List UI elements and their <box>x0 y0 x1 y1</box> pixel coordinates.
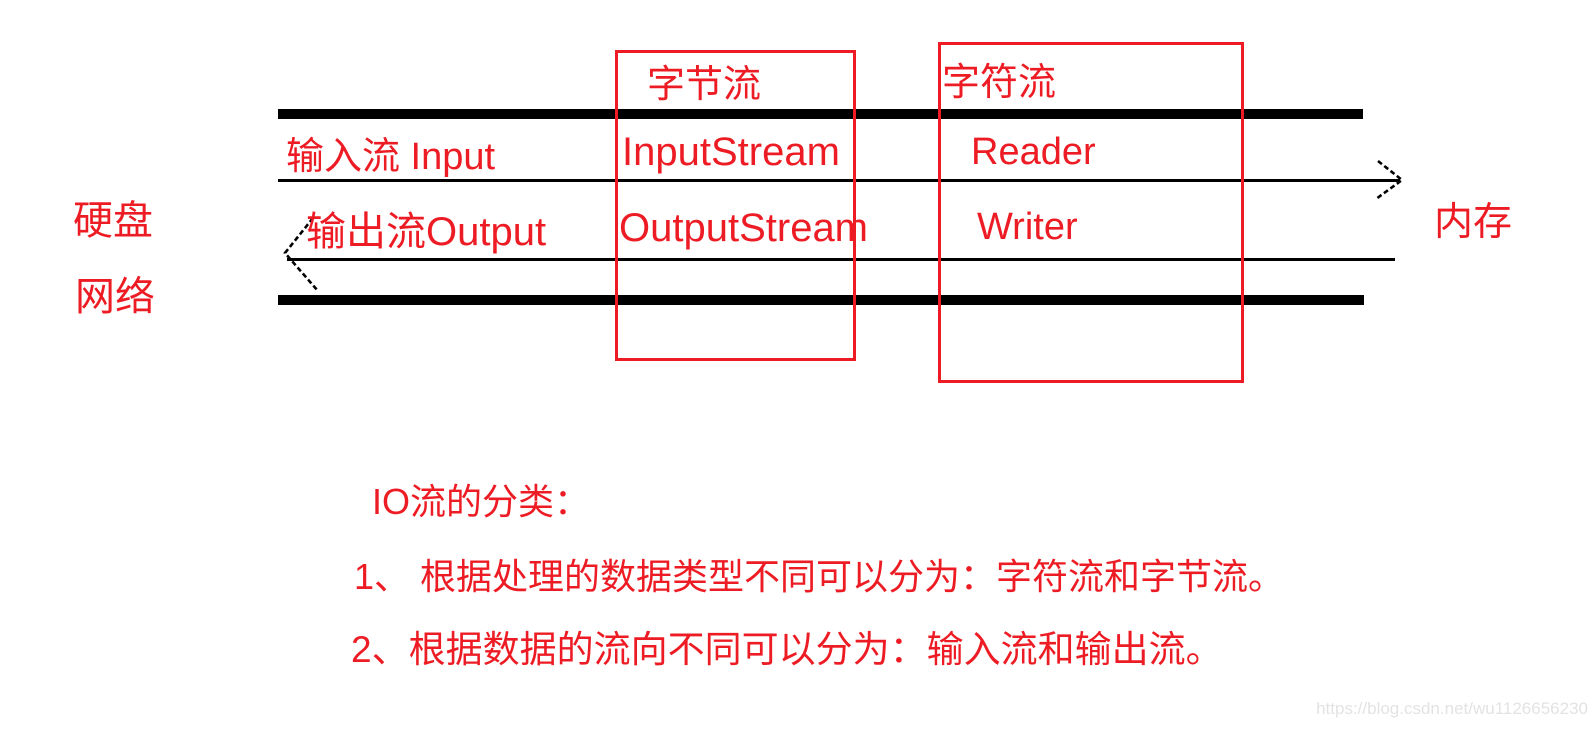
memory-label: 内存 <box>1434 201 1513 244</box>
top-boundary-line <box>278 109 1363 119</box>
output-flow-label: 输出流Output <box>306 210 547 254</box>
reader-class-label: Reader <box>971 131 1096 173</box>
output-flow-line <box>287 258 1395 261</box>
char-stream-box <box>938 42 1244 383</box>
hard-disk-label: 硬盘 <box>73 199 153 243</box>
watermark-url: https://blog.csdn.net/wu1126656230 <box>1316 699 1588 718</box>
byte-stream-box-title: 字节流 <box>647 64 762 106</box>
bottom-boundary-line <box>278 295 1364 305</box>
writer-class-label: Writer <box>977 206 1078 248</box>
left-arrowhead-icon <box>283 217 319 292</box>
network-label: 网络 <box>75 275 155 319</box>
notes-heading: IO流的分类： <box>372 481 591 522</box>
inputstream-class-label: InputStream <box>622 130 840 174</box>
byte-stream-box <box>615 50 856 361</box>
outputstream-class-label: OutputStream <box>619 206 869 250</box>
note-item-1: 1、 根据处理的数据类型不同可以分为：字符流和字节流。 <box>354 556 1285 597</box>
input-flow-label: 输入流 Input <box>286 136 496 178</box>
input-flow-line <box>278 179 1400 182</box>
right-arrowhead-icon <box>1375 159 1405 201</box>
note-item-2: 2、根据数据的流向不同可以分为：输入流和输出流。 <box>351 629 1223 670</box>
char-stream-box-title: 字符流 <box>942 62 1057 104</box>
